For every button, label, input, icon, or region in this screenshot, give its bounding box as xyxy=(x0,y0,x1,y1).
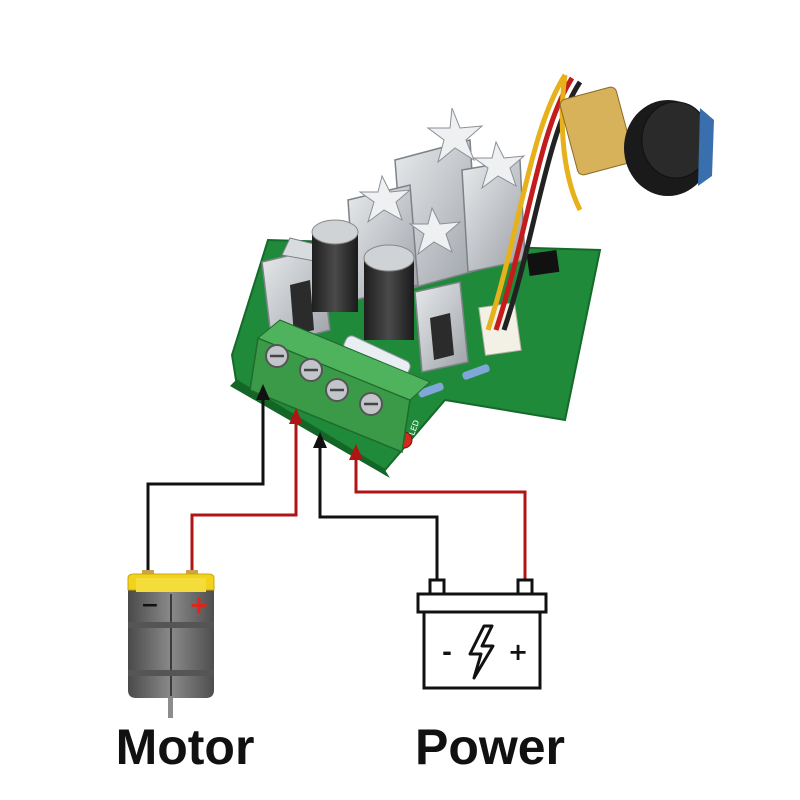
motor-band xyxy=(128,622,214,628)
arrow-head xyxy=(313,432,327,448)
motor-positive-symbol: + xyxy=(189,591,209,619)
battery-positive-symbol: + xyxy=(508,638,528,666)
motor-negative-symbol: − xyxy=(141,593,159,618)
pwm-controller-board: LED xyxy=(230,73,714,478)
arrow-head xyxy=(349,444,363,460)
power-label: Power xyxy=(414,719,566,775)
battery-positive-wire xyxy=(354,460,527,584)
resistor xyxy=(462,364,490,380)
pot-wire xyxy=(485,73,568,331)
lightning-bolt-icon xyxy=(468,624,495,680)
battery-top xyxy=(416,592,548,614)
wiring xyxy=(146,384,527,584)
arrow-head xyxy=(289,408,303,424)
motor-label: Motor xyxy=(115,719,255,775)
motor-shaft xyxy=(168,698,173,718)
resistor xyxy=(418,382,444,398)
terminal-screw xyxy=(359,392,383,416)
motor-icon: − + xyxy=(127,570,215,718)
pcb-edge xyxy=(230,380,390,478)
terminal-screw xyxy=(325,378,349,402)
battery-icon: - + xyxy=(416,578,548,690)
motor-band xyxy=(128,670,214,676)
arrow-head xyxy=(256,384,270,400)
battery-terminal xyxy=(516,578,534,596)
battery-body xyxy=(422,610,542,690)
battery-negative-symbol: - xyxy=(442,638,452,666)
motor-negative-wire xyxy=(146,400,265,578)
ic-chip xyxy=(526,250,560,276)
motor-positive-wire xyxy=(190,424,298,578)
terminal-screw xyxy=(299,358,323,382)
pot-wire xyxy=(559,74,583,212)
knob-icon xyxy=(559,86,714,196)
battery-negative-wire xyxy=(318,448,439,584)
terminal-screw xyxy=(265,344,289,368)
capacitors xyxy=(311,219,415,340)
battery-terminal xyxy=(428,578,446,596)
motor-endcap xyxy=(136,578,206,592)
